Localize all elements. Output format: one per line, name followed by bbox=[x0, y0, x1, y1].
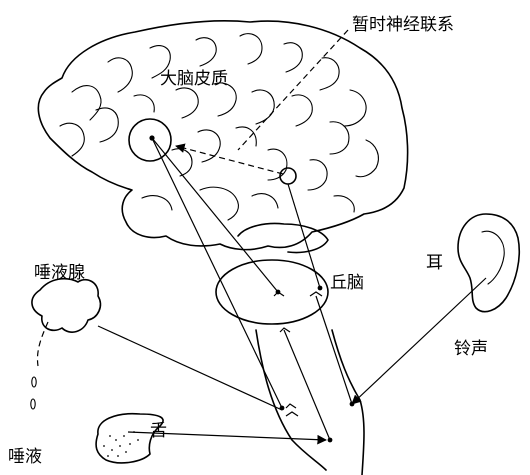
brain-sulci bbox=[59, 33, 379, 221]
saliva-droplets bbox=[30, 376, 37, 410]
label-ear: 耳 bbox=[426, 253, 443, 273]
temporary-connection-arrow bbox=[175, 143, 284, 175]
salivary-duct bbox=[36, 321, 49, 367]
label-saliva: 唾液 bbox=[8, 447, 42, 467]
brainstem-right bbox=[331, 329, 365, 475]
thalamus bbox=[215, 259, 329, 325]
taste-cortex-center bbox=[128, 118, 172, 162]
neural-pathways bbox=[97, 137, 487, 445]
tongue bbox=[95, 412, 164, 464]
ear-inner bbox=[481, 230, 505, 285]
brainstem-left bbox=[255, 329, 327, 471]
salivary-gland bbox=[31, 277, 102, 333]
label-temporary-connection: 暂时神经联系 bbox=[352, 15, 454, 35]
label-bell-sound: 铃声 bbox=[454, 339, 488, 359]
label-salivary-gland: 唾液腺 bbox=[34, 263, 85, 283]
label-thalamus: 丘脑 bbox=[330, 273, 364, 293]
label-tongue: 舌 bbox=[150, 421, 167, 441]
temporary-connection-pointer bbox=[237, 29, 349, 151]
brain bbox=[37, 19, 409, 254]
label-cortex: 大脑皮质 bbox=[160, 69, 228, 89]
cerebellum bbox=[237, 222, 329, 254]
auditory-cortex-center bbox=[279, 167, 297, 185]
tongue-texture bbox=[103, 431, 139, 457]
brain-outline bbox=[37, 19, 409, 251]
ear bbox=[457, 213, 521, 313]
